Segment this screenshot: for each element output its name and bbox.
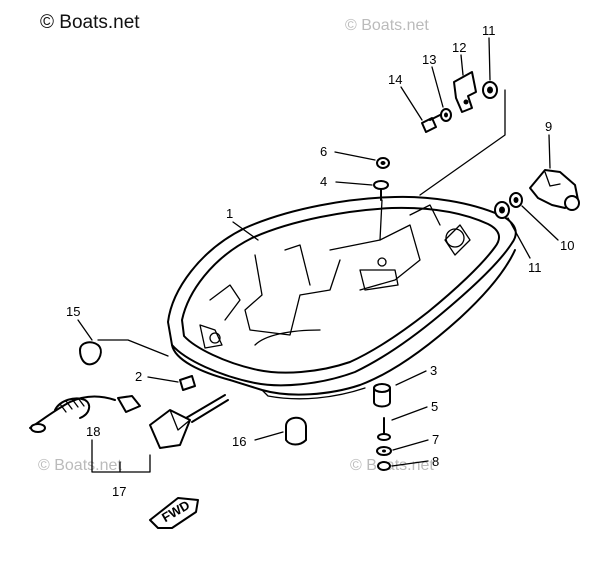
callout-11-right: 11 [528, 260, 542, 275]
part-14-bolt [421, 113, 443, 133]
part-8-nut [377, 461, 391, 471]
part-11-grommet-top [482, 81, 498, 99]
copyright-text: © Boats.net [40, 12, 140, 33]
callout-14: 14 [388, 72, 402, 87]
callout-5: 5 [431, 399, 438, 414]
part-11-grommet-right [494, 201, 510, 219]
part-10-washer [509, 192, 523, 208]
part-5-bolt [377, 417, 391, 441]
callout-2: 2 [135, 369, 142, 384]
part-12-bracket [453, 71, 477, 113]
watermark-bottom-left: © Boats.net [38, 457, 122, 474]
part-3-mount [373, 383, 391, 408]
callout-12: 12 [452, 40, 466, 55]
callout-15: 15 [66, 304, 80, 319]
callout-7: 7 [432, 432, 439, 447]
callout-9: 9 [545, 119, 552, 134]
callout-10: 10 [560, 238, 574, 253]
callout-16: 16 [232, 434, 246, 449]
callout-17: 17 [112, 484, 126, 499]
part-17-switch [149, 394, 229, 449]
callout-1: 1 [226, 206, 233, 221]
part-15-plug [79, 341, 102, 366]
watermark-top-right: © Boats.net [345, 17, 429, 34]
leader-lines [77, 37, 559, 473]
callout-13: 13 [422, 52, 436, 67]
part-6-nut [376, 157, 390, 169]
part-13-washer [440, 108, 452, 122]
part-7-washer [376, 446, 392, 456]
part-18-cable [29, 395, 141, 433]
part-4-screw [373, 180, 389, 201]
callout-11-top: 11 [482, 23, 496, 38]
part-16-cap [285, 416, 307, 446]
part-9-bracket [529, 169, 580, 211]
bottom-cowling [167, 195, 517, 400]
callout-18: 18 [86, 424, 100, 439]
fwd-arrow-icon: FWD [149, 497, 199, 529]
part-2-plate [179, 375, 196, 391]
callout-3: 3 [430, 363, 437, 378]
callout-4: 4 [320, 174, 327, 189]
callout-8: 8 [432, 454, 439, 469]
callout-6: 6 [320, 144, 327, 159]
